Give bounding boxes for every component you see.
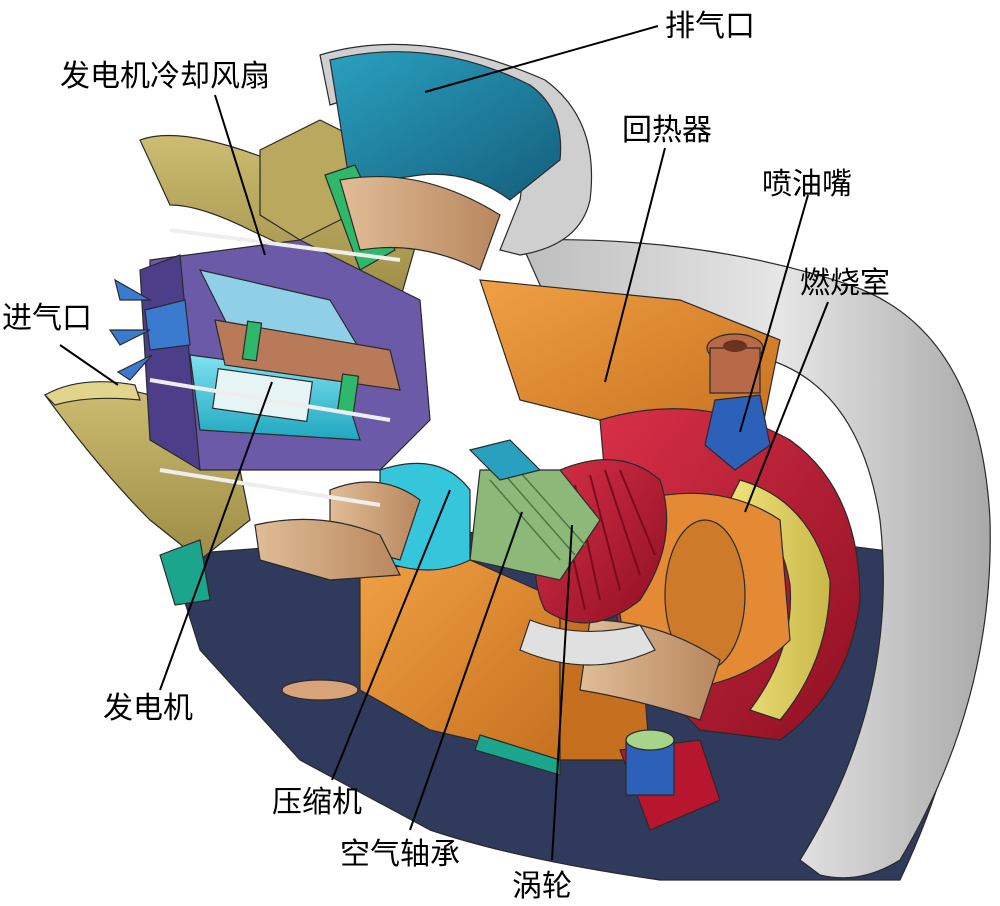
leader-combustor (744, 301, 829, 513)
leader-lines (59, 25, 829, 861)
leader-generator-cooling-fan (214, 94, 266, 256)
nozzle-stem (709, 347, 761, 394)
leader-air-bearing (409, 511, 523, 831)
copper-port (281, 679, 359, 701)
leader-generator (159, 381, 273, 691)
label-recuperator: 回热器 (622, 113, 712, 148)
nozzle-blue-body (704, 394, 771, 471)
label-generator-cooling-fan: 发电机冷却风扇 (60, 59, 270, 94)
bearing-green-lines (489, 471, 586, 561)
fuel-nozzle-part (625, 333, 771, 796)
leader-air-inlet (59, 344, 119, 386)
callout-labels: 排气口 发电机冷却风扇 回热器 喷油嘴 进气口 燃烧室 发电机 压缩机 空气轴承… (2, 9, 890, 904)
label-air-inlet: 进气口 (2, 301, 92, 336)
generator-shaft-rods (149, 228, 401, 507)
exhaust-inner (329, 51, 562, 201)
label-exhaust-outlet: 排气口 (665, 9, 755, 44)
label-combustor: 燃烧室 (800, 266, 890, 301)
generator-rotor (214, 319, 401, 391)
nozzle-hole (723, 340, 747, 352)
bearing-teal-upper (468, 439, 542, 481)
label-air-bearing: 空气轴承 (340, 837, 460, 872)
label-compressor: 压缩机 (272, 785, 362, 820)
label-generator: 发电机 (103, 691, 193, 726)
leader-turbine (551, 524, 573, 861)
generator-fan-blades (108, 278, 153, 381)
label-fuel-nozzle: 喷油嘴 (762, 167, 852, 202)
inlet-lip (44, 381, 141, 406)
teal-foot-bottom (474, 734, 561, 776)
bearing-green-block (469, 469, 601, 581)
leader-recuperator (604, 147, 666, 383)
combustor-part (579, 408, 861, 831)
nozzle-lower-cap (625, 729, 675, 751)
compressor-lower-tan (254, 518, 401, 581)
casing-dome (519, 238, 991, 879)
generator-part (108, 228, 431, 507)
leader-compressor (331, 489, 451, 781)
generator-fan (144, 299, 191, 351)
turbine-blades (559, 469, 656, 611)
generator-green-ring-1 (241, 320, 263, 362)
air-bearing-part (468, 439, 601, 581)
label-turbine: 涡轮 (512, 869, 572, 904)
exhaust-outlet-part (324, 51, 562, 271)
exhaust-tan-vane (339, 175, 501, 271)
leader-exhaust-outlet (424, 25, 659, 93)
leader-fuel-nozzle (739, 194, 809, 433)
